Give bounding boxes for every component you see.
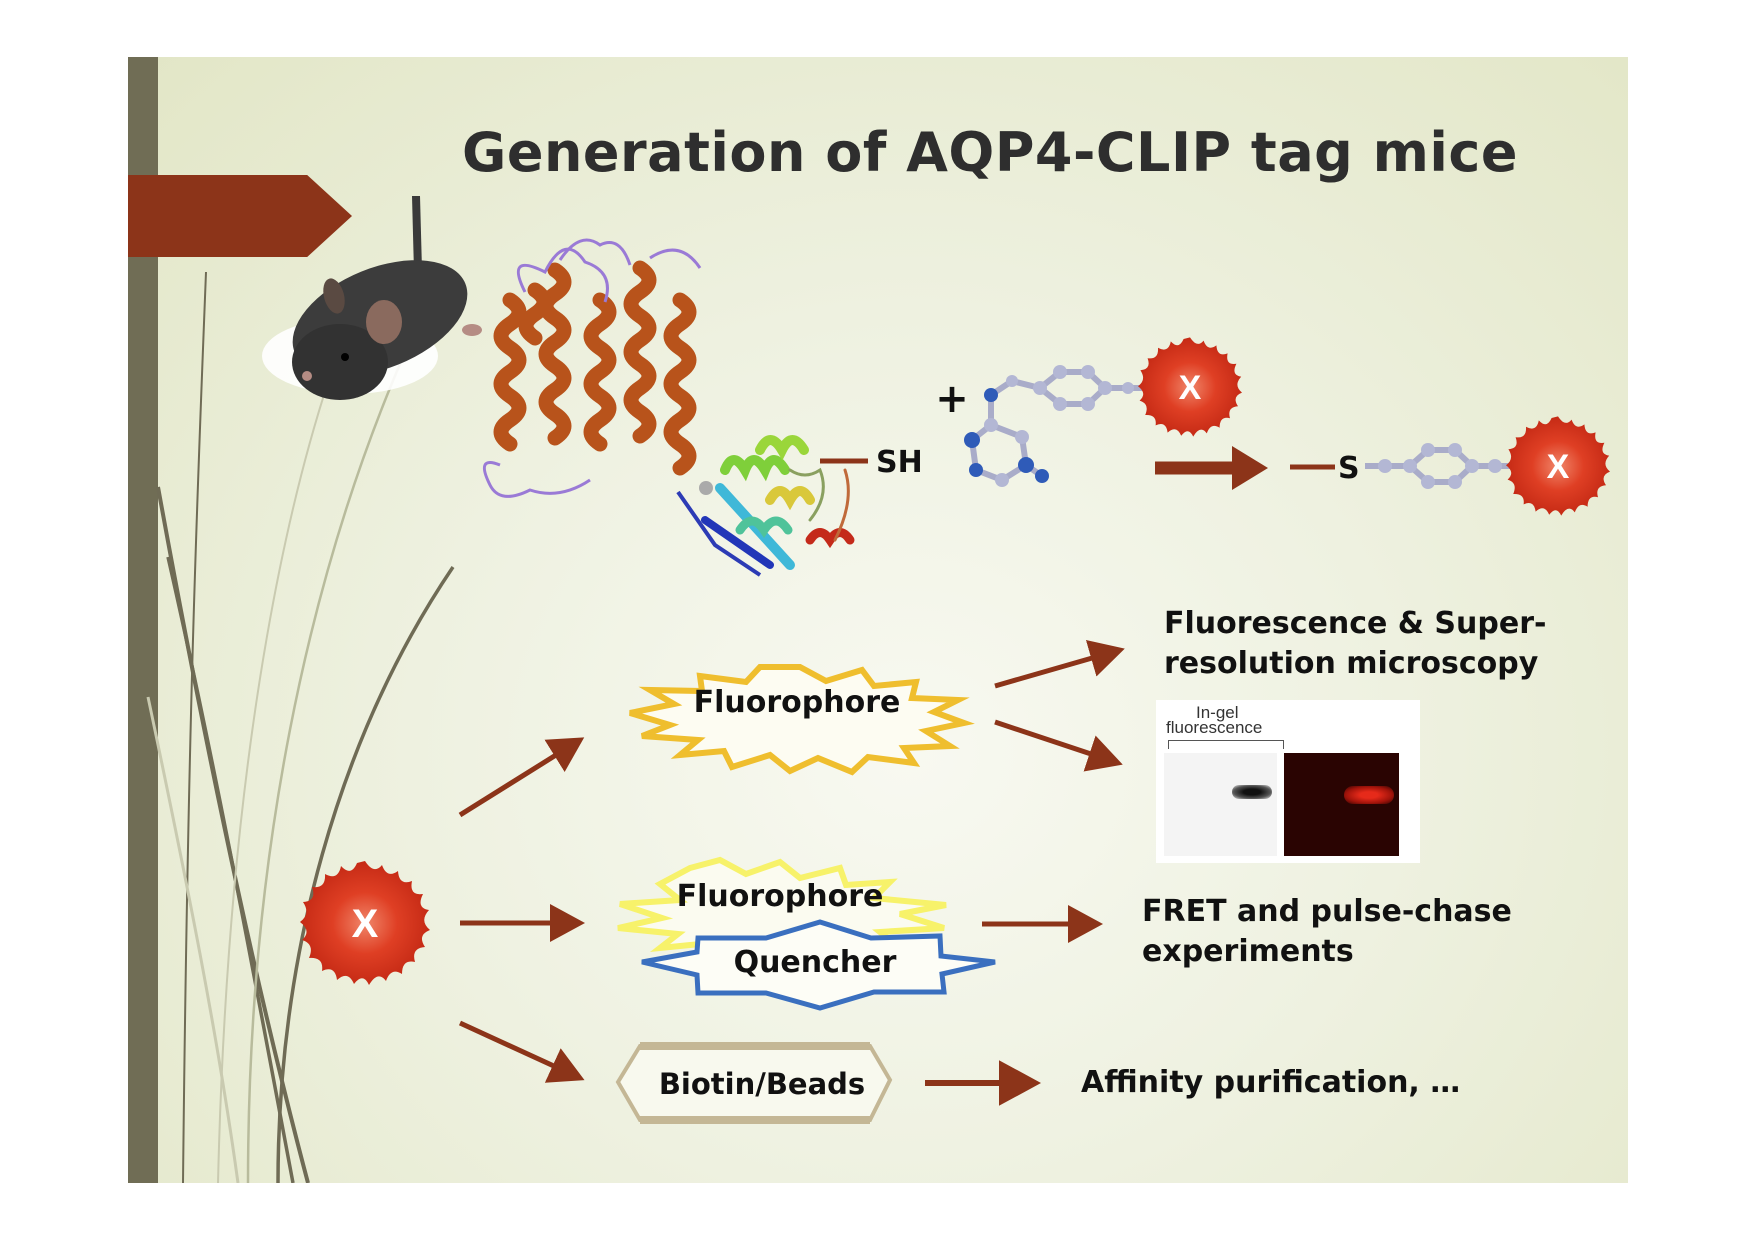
arrow-to-biotin — [458, 1020, 585, 1083]
in-gel-fluorescence-image: In-gel fluorescence — [1156, 700, 1420, 863]
gel-bracket — [1168, 740, 1284, 749]
arrow-to-gel — [994, 719, 1123, 772]
arrow-to-fluorophore — [458, 737, 585, 818]
linker-strand — [676, 490, 762, 577]
gel-caption-line-1: In-gel — [1196, 703, 1239, 722]
affinity-text: Affinity purification, … — [1081, 1065, 1461, 1100]
fret-line-1: FRET and pulse-chase — [1142, 894, 1512, 929]
reaction-arrow-head — [1232, 446, 1268, 490]
arrow-to-microscopy — [994, 640, 1125, 689]
biotin-beads-label: Biotin/Beads — [659, 1067, 865, 1101]
quencher-label: Quencher — [734, 945, 897, 980]
title-flag-decoration — [128, 175, 352, 257]
fret-fluorophore-label: Fluorophore — [677, 879, 884, 914]
gel-lane-red — [1284, 753, 1399, 856]
slide: Generation of AQP4-CLIP tag mice — [128, 57, 1628, 1183]
quencher-star — [641, 919, 996, 1011]
fluorophore-burst — [629, 664, 975, 776]
clip-tag-ribbon-structure — [699, 435, 855, 570]
s-label: S — [1338, 451, 1360, 486]
aqp4-loops — [482, 238, 702, 498]
x-badge-product-label: X — [1547, 448, 1570, 486]
fret-line-2: experiments — [1142, 934, 1354, 969]
mouse-photo — [262, 196, 482, 400]
gel-caption-line-2: fluorescence — [1166, 718, 1263, 737]
plus-sign: + — [935, 376, 969, 422]
gel-band-red — [1344, 786, 1394, 804]
gel-band-dark — [1232, 785, 1272, 799]
bc-substrate-molecule — [964, 365, 1145, 487]
product-molecule — [1365, 443, 1515, 489]
x-badge-substrate-label: X — [1179, 369, 1202, 407]
sh-label: SH — [876, 445, 923, 480]
fret-text: FRET and pulse-chase experiments — [1142, 892, 1512, 972]
x-badge-source-label: X — [352, 902, 379, 946]
aqp4-ribbon-structure — [493, 260, 697, 476]
microscopy-line-1: Fluorescence & Super- — [1164, 606, 1547, 641]
grass-decoration — [146, 271, 455, 1183]
microscopy-line-2: resolution microscopy — [1164, 646, 1539, 681]
microscopy-text: Fluorescence & Super- resolution microsc… — [1164, 604, 1546, 684]
fluorophore-label: Fluorophore — [694, 685, 901, 720]
gel-lane-grayscale — [1164, 753, 1277, 856]
slide-title: Generation of AQP4-CLIP tag mice — [462, 121, 1519, 184]
